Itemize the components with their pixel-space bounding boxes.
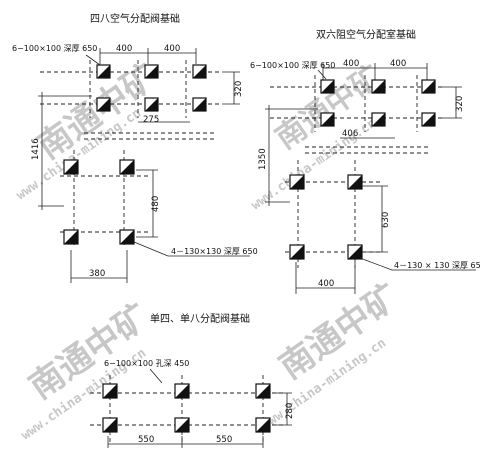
anchor-note: 4－130 × 130 深厚 650 (394, 261, 480, 270)
dimension-label: 1416 (31, 138, 41, 160)
diagram-title: 四八空气分配阀基础 (90, 12, 180, 25)
pedestal (320, 79, 335, 94)
pedestal (192, 97, 207, 112)
pedestal (96, 64, 111, 79)
dimension-label: 1350 (258, 148, 268, 170)
pedestal (102, 417, 118, 433)
pedestal (347, 244, 363, 260)
dimension-label: 400 (116, 44, 132, 54)
pedestal (371, 112, 386, 127)
pedestal (255, 383, 271, 399)
anchor-note: 4－130×130 深厚 650 (171, 247, 258, 256)
dimension-label: 480 (151, 196, 161, 212)
dimension-label: 320 (234, 81, 244, 97)
hole-note: 6−100×100 深厚 650 (250, 61, 335, 70)
diagram-double-six: 双六阻空气分配室基础 6−100×100 深厚 650 400 400 320 … (250, 28, 480, 294)
dimension-label: 400 (318, 279, 334, 289)
diagram-four-eight: 四八空气分配阀基础 400 400 6−100×100 深厚 650 320 2… (12, 12, 258, 283)
dimension-label: 320 (455, 96, 465, 112)
pedestal (174, 383, 190, 399)
dimension-label: 400 (343, 59, 359, 69)
pedestal (371, 79, 386, 94)
diagram-title: 双六阻空气分配室基础 (316, 28, 416, 41)
dimension-label: 400 (164, 44, 180, 54)
pedestal (289, 244, 305, 260)
dimension-label: 280 (285, 403, 295, 419)
pedestal (192, 64, 207, 79)
dimension-label: 550 (216, 435, 232, 445)
pedestal (63, 159, 79, 175)
pedestal (174, 417, 190, 433)
diagram-single-four: 单四、单八分配阀基础 6−100×100 孔深 450 280 550 550 (90, 312, 295, 448)
pedestal (421, 112, 436, 127)
dimension-label: 406 (342, 129, 358, 139)
dimension-label: 400 (390, 59, 406, 69)
dimension-label: 275 (143, 115, 159, 125)
dimension-label: 630 (381, 212, 391, 228)
pedestal (255, 417, 271, 433)
dimension-label: 380 (89, 269, 105, 279)
pedestal (102, 383, 118, 399)
hole-note: 6−100×100 孔深 450 (104, 359, 189, 368)
hole-note: 6−100×100 深厚 650 (12, 44, 97, 53)
pedestal (347, 174, 363, 190)
pedestal (289, 174, 305, 190)
pedestal (320, 112, 335, 127)
pedestal (96, 97, 111, 112)
dimension-label: 550 (138, 435, 154, 445)
pedestal (144, 97, 159, 112)
diagram-title: 单四、单八分配阀基础 (150, 312, 250, 325)
pedestal (144, 64, 159, 79)
pedestal (119, 159, 135, 175)
pedestal (421, 79, 436, 94)
watermark-brand: 南通中矿 (270, 59, 388, 156)
pedestal (119, 229, 135, 245)
pedestal (63, 229, 79, 245)
